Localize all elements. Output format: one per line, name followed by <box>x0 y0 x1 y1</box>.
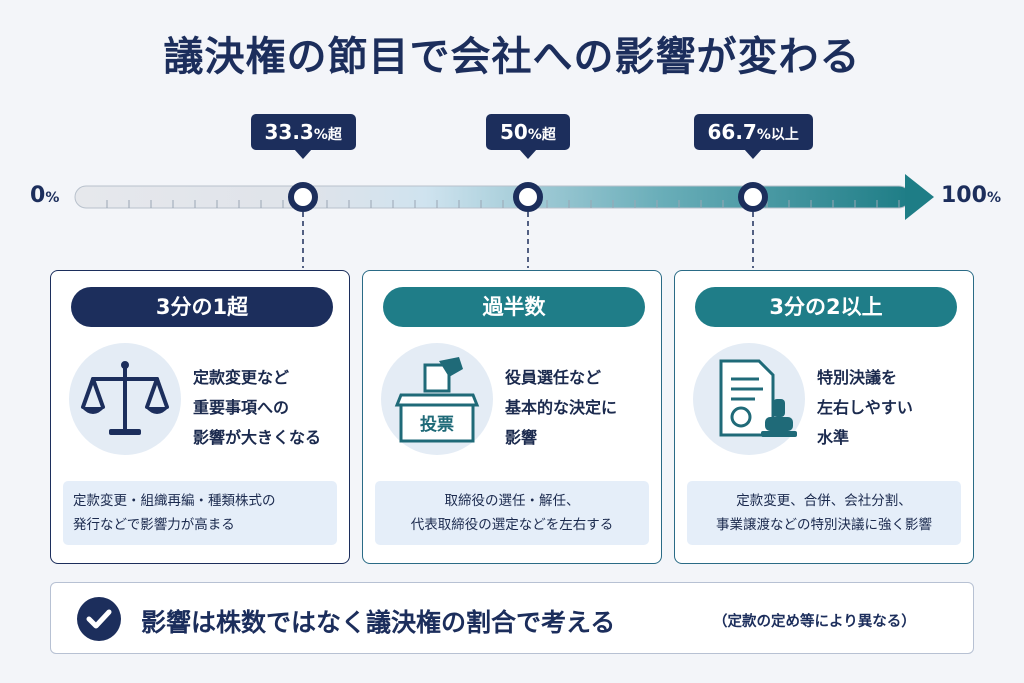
percentage-scale <box>74 174 934 268</box>
card-description: 定款変更など重要事項への影響が大きくなる <box>193 368 322 447</box>
card-heading: 3分の1超 <box>71 287 333 327</box>
threshold-marker <box>288 182 318 212</box>
page-title: 議決権の節目で会社への影響が変わる <box>163 34 861 80</box>
card-description: 特別決議を左右しやすい水準 <box>817 368 913 447</box>
scale-bar <box>74 185 911 209</box>
threshold-marker <box>738 182 768 212</box>
check-icon <box>77 597 121 641</box>
document-seal-icon <box>693 343 805 455</box>
card-one-third: 3分の1超 定款変更など重要事項への影響が大きくなる 定款変更・組織再編・種類株… <box>50 270 350 564</box>
card-heading: 3分の2以上 <box>695 287 957 327</box>
ballot-box-label: 投票 <box>420 414 454 435</box>
threshold-badge: 33.3%超 <box>250 114 356 159</box>
threshold-badge: 66.7%以上 <box>693 114 813 159</box>
ballot-box-icon: 投票 <box>381 343 493 455</box>
card-heading: 過半数 <box>383 287 645 327</box>
card-note: 取締役の選任・解任、代表取締役の選定などを左右する <box>375 481 649 545</box>
card-description: 役員選任など基本的な決定に影響 <box>505 368 618 447</box>
card-majority: 過半数 投票 役員選任など基本的な決定に影響 取締役の選任・解任、代表取締役の選… <box>362 270 662 564</box>
threshold-badge: 50%超 <box>486 114 570 159</box>
threshold-marker <box>513 182 543 212</box>
scales-icon <box>69 343 181 455</box>
summary-sub-text: （定款の定め等により異なる） <box>713 614 916 630</box>
card-note: 定款変更・組織再編・種類株式の発行などで影響力が高まる <box>63 481 337 545</box>
scale-end-label: 100% <box>941 183 1001 208</box>
card-note: 定款変更、合併、会社分割、事業譲渡などの特別決議に強く影響 <box>687 481 961 545</box>
scale-start-label: 0% <box>30 183 60 208</box>
scale-arrow-head <box>905 174 934 220</box>
card-two-thirds: 3分の2以上 特別決議を左右しやすい水準 定款変更、合併、会社分割、事業譲渡など… <box>674 270 974 564</box>
summary-bar: 影響は株数ではなく議決権の割合で考える （定款の定め等により異なる） <box>50 582 974 654</box>
summary-main-text: 影響は株数ではなく議決権の割合で考える <box>141 608 616 637</box>
